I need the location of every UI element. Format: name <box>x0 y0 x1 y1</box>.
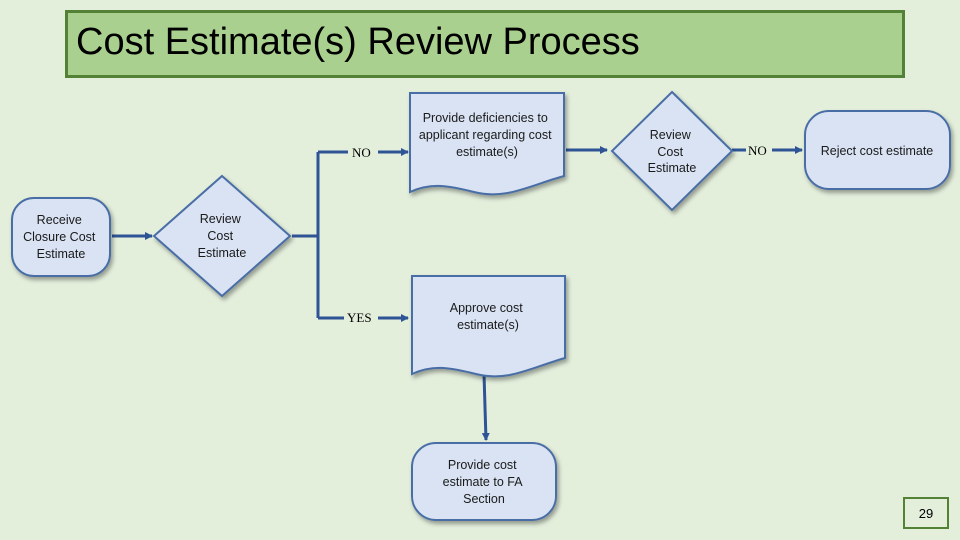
page-number: 29 <box>918 505 934 521</box>
svg-text:Approve cost estimate(s): Approve cost estimate(s) <box>450 301 526 332</box>
svg-text:Review Cost Estima: Review Cost Estimate <box>198 212 247 260</box>
terminator-shape <box>11 197 111 277</box>
node-reject: Reject cost estimate <box>804 110 951 190</box>
svg-text:Receive Closure Cost: Receive Closure Cost Estimate <box>23 213 99 261</box>
svg-text:Review Cost Estima: Review Cost Estimate <box>648 128 697 175</box>
node-review-1: Review Cost Estimate <box>152 174 292 298</box>
node-approve: Approve cost estimate(s) <box>411 275 566 378</box>
svg-text:Provide deficiencies to: Provide deficiencies to applicant regard… <box>419 111 555 159</box>
page-number-box: 29 <box>903 497 949 529</box>
svg-text:Reject cost estimate: Reject cost estimate <box>821 144 934 158</box>
node-provide: Provide cost estimate to FA Section <box>411 442 557 521</box>
title-banner: Cost Estimate(s) Review Process <box>65 10 905 78</box>
label-no-2: NO <box>748 143 767 158</box>
arrow-approve-to-provide <box>481 373 490 441</box>
document-shape <box>411 275 566 378</box>
page-title: Cost Estimate(s) Review Process <box>76 21 640 63</box>
svg-text:Provide cost estimate to: Provide cost estimate to FA Section <box>443 458 526 506</box>
decision-shape <box>152 174 292 298</box>
node-deficiencies: Provide deficiencies to applicant regard… <box>409 92 565 196</box>
decision-shape <box>610 90 734 212</box>
node-review-2: Review Cost Estimate <box>610 90 734 212</box>
connectors <box>112 146 803 441</box>
node-receive: Receive Closure Cost Estimate <box>11 197 111 277</box>
document-shape <box>409 92 565 196</box>
label-yes: YES <box>347 310 372 325</box>
terminator-shape <box>411 442 557 521</box>
terminator-shape <box>804 110 951 190</box>
label-no-1: NO <box>352 145 371 160</box>
